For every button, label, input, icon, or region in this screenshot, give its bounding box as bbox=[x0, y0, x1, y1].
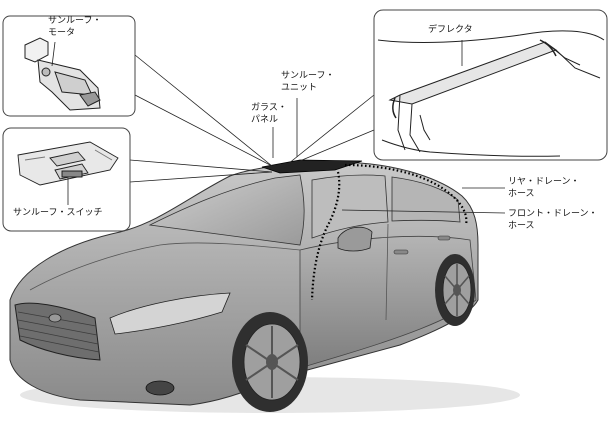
label-sunroof-unit: サンルーフ・ ユニット bbox=[281, 70, 334, 94]
door-handle-rear bbox=[438, 236, 450, 240]
emblem bbox=[49, 314, 61, 322]
label-front-drain-hose-line1: フロント・ドレーン・ bbox=[508, 208, 598, 220]
label-rear-drain-hose-line2: ホース bbox=[508, 188, 580, 200]
label-sunroof-motor-line1: サンルーフ・ bbox=[48, 15, 101, 27]
label-sunroof-switch: サンルーフ・スイッチ bbox=[13, 207, 102, 219]
rear-wheel bbox=[435, 254, 475, 326]
label-glass-panel-line2: パネル bbox=[251, 114, 287, 126]
label-glass-panel-line1: ガラス・ bbox=[251, 102, 287, 114]
label-sunroof-unit-line2: ユニット bbox=[281, 82, 334, 94]
label-front-drain-hose-line2: ホース bbox=[508, 220, 598, 232]
label-rear-drain-hose: リヤ・ドレーン・ ホース bbox=[508, 176, 580, 200]
fog-light bbox=[146, 381, 174, 395]
label-sunroof-switch-text: サンルーフ・スイッチ bbox=[13, 207, 102, 219]
label-sunroof-motor: サンルーフ・ モータ bbox=[48, 15, 101, 39]
label-sunroof-unit-line1: サンルーフ・ bbox=[281, 70, 334, 82]
rear-side-window bbox=[392, 177, 460, 222]
label-sunroof-motor-line2: モータ bbox=[48, 27, 101, 39]
label-deflector-text: デフレクタ bbox=[428, 24, 473, 36]
label-deflector: デフレクタ bbox=[428, 24, 473, 36]
label-front-drain-hose: フロント・ドレーン・ ホース bbox=[508, 208, 598, 232]
label-rear-drain-hose-line1: リヤ・ドレーン・ bbox=[508, 176, 580, 188]
door-handle-front bbox=[394, 250, 408, 254]
front-wheel bbox=[232, 312, 308, 412]
label-glass-panel: ガラス・ パネル bbox=[251, 102, 287, 126]
